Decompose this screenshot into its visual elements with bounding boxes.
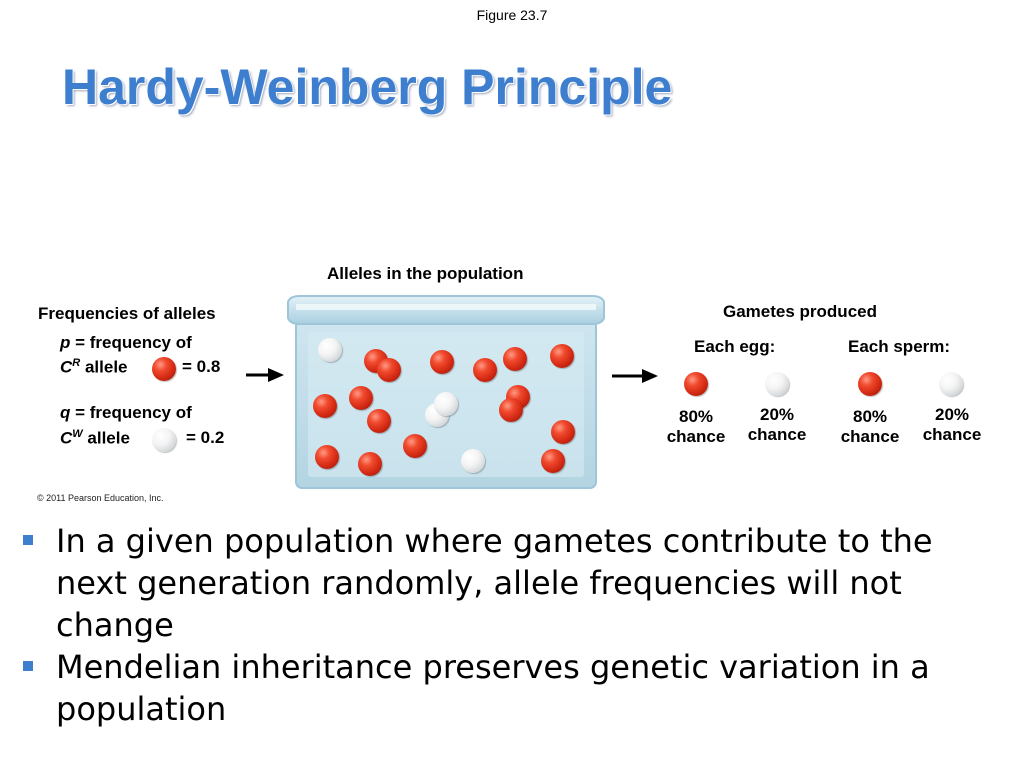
bullet-marker: [23, 661, 33, 671]
p-symbol: p: [60, 333, 71, 352]
each-egg-label: Each egg:: [694, 337, 776, 356]
p-value: = 0.8: [182, 357, 221, 376]
red-allele-ball: [358, 452, 382, 476]
cr-superscript: R: [72, 357, 81, 369]
sperm-white-percent: 20%: [934, 405, 970, 424]
white-allele-legend-ball: [152, 428, 176, 452]
allele-word: allele: [80, 357, 128, 377]
bullet-1-line-3: change: [56, 606, 174, 644]
white-allele-ball: [461, 449, 485, 473]
arrow-right-icon: [612, 369, 658, 383]
p-text: = frequency of: [70, 333, 192, 352]
sperm-white-chance-word: chance: [922, 425, 982, 444]
red-allele-ball: [377, 358, 401, 382]
red-allele-ball: [499, 398, 523, 422]
red-allele-ball: [367, 409, 391, 433]
egg-white-allele-ball: [765, 372, 789, 396]
bullet-2: Mendelian inheritance preserves genetic …: [56, 646, 930, 730]
egg-white-chance-word: chance: [747, 425, 807, 444]
q-definition-line2: CW allele: [60, 428, 130, 449]
bullet-2-line-2: population: [56, 690, 227, 728]
sperm-red-allele-ball: [858, 372, 882, 396]
white-allele-ball: [434, 392, 458, 416]
sperm-red-chance: 80% chance: [825, 407, 915, 447]
q-symbol: q: [60, 403, 71, 422]
egg-red-percent: 80%: [678, 407, 714, 426]
bullet-marker: [23, 535, 33, 545]
arrow-right-icon: [246, 368, 284, 382]
red-allele-ball: [403, 434, 427, 458]
cr-allele-symbol: C: [60, 357, 73, 377]
slide-title: Hardy-Weinberg Principle: [62, 59, 673, 115]
q-definition-line1: q = frequency of: [60, 403, 192, 423]
alleles-in-population-label: Alleles in the population: [327, 264, 524, 283]
gametes-heading: Gametes produced: [723, 302, 877, 321]
egg-red-chance: 80% chance: [651, 407, 741, 447]
allele-word: allele: [82, 428, 130, 448]
red-allele-ball: [551, 420, 575, 444]
bullet-2-line-1: Mendelian inheritance preserves genetic …: [56, 648, 930, 686]
sperm-red-chance-word: chance: [840, 427, 900, 446]
sperm-red-percent: 80%: [852, 407, 888, 426]
egg-red-allele-ball: [684, 372, 708, 396]
p-definition-line1: p = frequency of: [60, 333, 192, 353]
p-definition-line2: CR allele: [60, 357, 128, 378]
frequencies-heading: Frequencies of alleles: [38, 304, 216, 323]
red-allele-ball: [541, 449, 565, 473]
red-allele-ball: [473, 358, 497, 382]
q-text: = frequency of: [70, 403, 192, 422]
sperm-white-allele-ball: [939, 372, 963, 396]
bullet-1: In a given population where gametes cont…: [56, 520, 933, 646]
figure-label: Figure 23.7: [476, 7, 548, 23]
copyright-notice: © 2011 Pearson Education, Inc.: [37, 493, 164, 503]
sperm-white-chance: 20% chance: [907, 405, 997, 445]
bullet-1-line-1: In a given population where gametes cont…: [56, 522, 933, 560]
red-allele-ball: [313, 394, 337, 418]
white-allele-ball: [318, 338, 342, 362]
cw-allele-symbol: C: [60, 428, 73, 448]
red-allele-legend-ball: [152, 357, 176, 381]
red-allele-ball: [349, 386, 373, 410]
red-allele-ball: [430, 350, 454, 374]
egg-red-chance-word: chance: [666, 427, 726, 446]
egg-white-percent: 20%: [759, 405, 795, 424]
cw-superscript: W: [72, 428, 83, 440]
q-value: = 0.2: [186, 428, 225, 447]
red-allele-ball: [315, 445, 339, 469]
egg-white-chance: 20% chance: [732, 405, 822, 445]
red-allele-ball: [550, 344, 574, 368]
red-allele-ball: [503, 347, 527, 371]
bullet-1-line-2: next generation randomly, allele frequen…: [56, 564, 902, 602]
each-sperm-label: Each sperm:: [848, 337, 951, 356]
